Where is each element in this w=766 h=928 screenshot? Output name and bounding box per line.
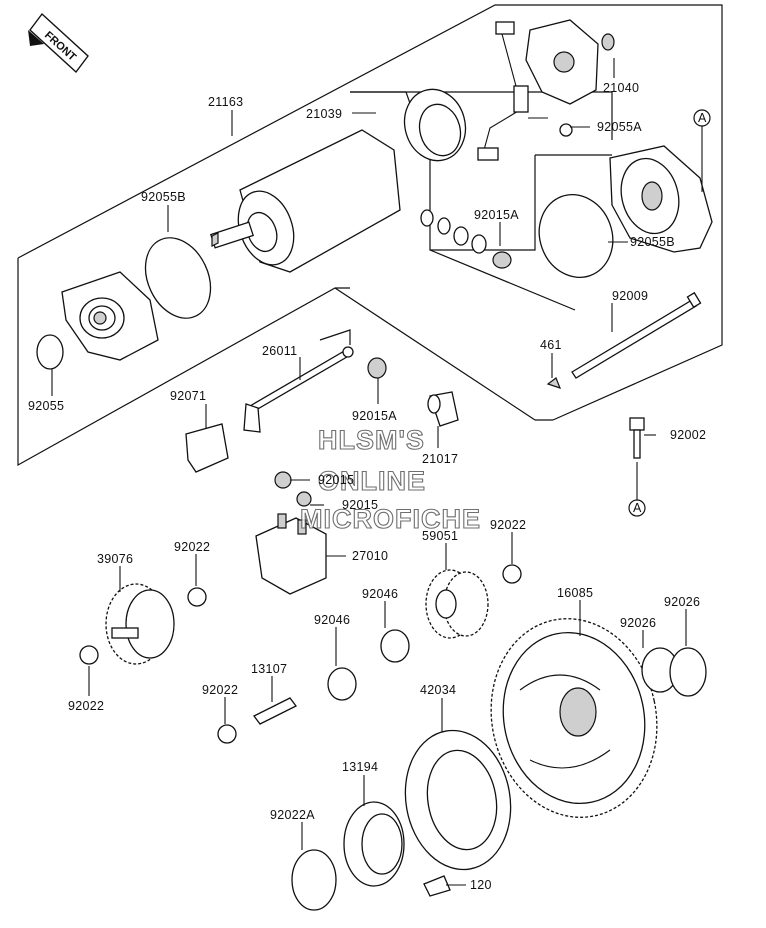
label-92015a-mid: 92015A	[352, 409, 397, 423]
label-92022-right: 92022	[490, 518, 526, 532]
brush-plate	[477, 19, 615, 161]
rear-end-cover	[609, 145, 713, 253]
label-461: 461	[540, 338, 562, 352]
label-92022a: 92022A	[270, 808, 315, 822]
watermark-line-2: ONLINE	[318, 466, 426, 496]
label-92026-a: 92026	[620, 616, 656, 630]
washer-92026-b	[669, 647, 707, 697]
o-ring-92055	[36, 334, 64, 370]
bearing-92046-a	[327, 667, 357, 701]
front-end-cover	[61, 271, 159, 361]
label-92046-a: 92046	[314, 613, 350, 627]
label-92026-b: 92026	[664, 595, 700, 609]
svg-text:A: A	[633, 501, 642, 515]
through-bolt-92009	[571, 291, 702, 379]
starter-assembly-frame	[17, 4, 723, 467]
washer-92022a	[291, 849, 337, 911]
washer-92022-left-top	[187, 587, 207, 607]
label-92071: 92071	[170, 389, 206, 403]
label-13107: 13107	[251, 662, 287, 676]
washer-stack	[420, 209, 512, 269]
label-92002: 92002	[670, 428, 706, 442]
washer-92022-left-bottom	[79, 645, 99, 665]
nut-92015-b	[296, 491, 312, 507]
clutch-13194	[343, 801, 405, 887]
watermark-line-3: MICROFICHE	[300, 504, 481, 534]
idler-gear-39076	[105, 583, 175, 665]
label-26011: 26011	[262, 344, 297, 358]
label-21163: 21163	[208, 95, 243, 109]
gear-59051	[425, 569, 489, 639]
label-92055b-left: 92055B	[141, 190, 186, 204]
starter-lead-26011	[243, 346, 354, 433]
label-92055b-right: 92055B	[630, 235, 675, 249]
nut-92015a-mid	[367, 357, 387, 379]
label-92055a: 92055A	[597, 120, 642, 134]
starter-relay-27010	[255, 513, 327, 595]
label-59051: 59051	[422, 529, 458, 543]
cover-21017	[427, 391, 459, 427]
front-arrow-badge: FRONT	[28, 12, 89, 74]
label-42034: 42034	[420, 683, 456, 697]
washer-461	[546, 377, 562, 389]
label-92046-b: 92046	[362, 587, 398, 601]
one-way-clutch-42034	[404, 729, 512, 871]
washer-92022-right	[502, 564, 522, 584]
label-21017: 21017	[422, 452, 458, 466]
ref-marker-a-top: A	[693, 109, 711, 192]
label-92015-a: 92015	[318, 473, 354, 487]
watermark: HLSM'S ONLINE MICROFICHE	[299, 424, 481, 534]
nut-92015-a	[274, 471, 292, 489]
leader-lines	[51, 58, 687, 886]
svg-text:A: A	[698, 111, 707, 125]
label-92055: 92055	[28, 399, 64, 413]
ref-marker-a-bottom: A	[628, 462, 646, 517]
label-39076: 39076	[97, 552, 133, 566]
label-16085: 16085	[557, 586, 593, 600]
label-92022-left-bottom: 92022	[68, 699, 104, 713]
label-92022-left-top: 92022	[174, 540, 210, 554]
shaft-13107	[253, 697, 297, 725]
label-21040: 21040	[603, 81, 639, 95]
bolt-92002	[629, 417, 645, 459]
o-ring-92055b-right	[538, 194, 614, 278]
label-13194: 13194	[342, 760, 378, 774]
brush-holder-21039	[403, 88, 467, 162]
label-92015-b: 92015	[342, 498, 378, 512]
part-labels: 21163 21039 21040 92055A 92055B 92015A 9…	[28, 81, 706, 892]
label-120: 120	[470, 878, 492, 892]
cap-92071	[185, 423, 229, 473]
label-27010: 27010	[352, 549, 388, 563]
bolt-120	[423, 875, 451, 897]
label-21039: 21039	[306, 107, 342, 121]
label-92009: 92009	[612, 289, 648, 303]
bearing-92046-b	[380, 629, 410, 663]
watermark-line-1: HLSM'S	[318, 425, 425, 455]
starter-clutch-gear-16085	[490, 618, 658, 818]
starter-motor-yoke	[209, 129, 401, 273]
label-92022-mid: 92022	[202, 683, 238, 697]
washer-92022-mid	[217, 724, 237, 744]
label-92015a-top: 92015A	[474, 208, 519, 222]
o-ring-92055b-left	[144, 237, 212, 319]
